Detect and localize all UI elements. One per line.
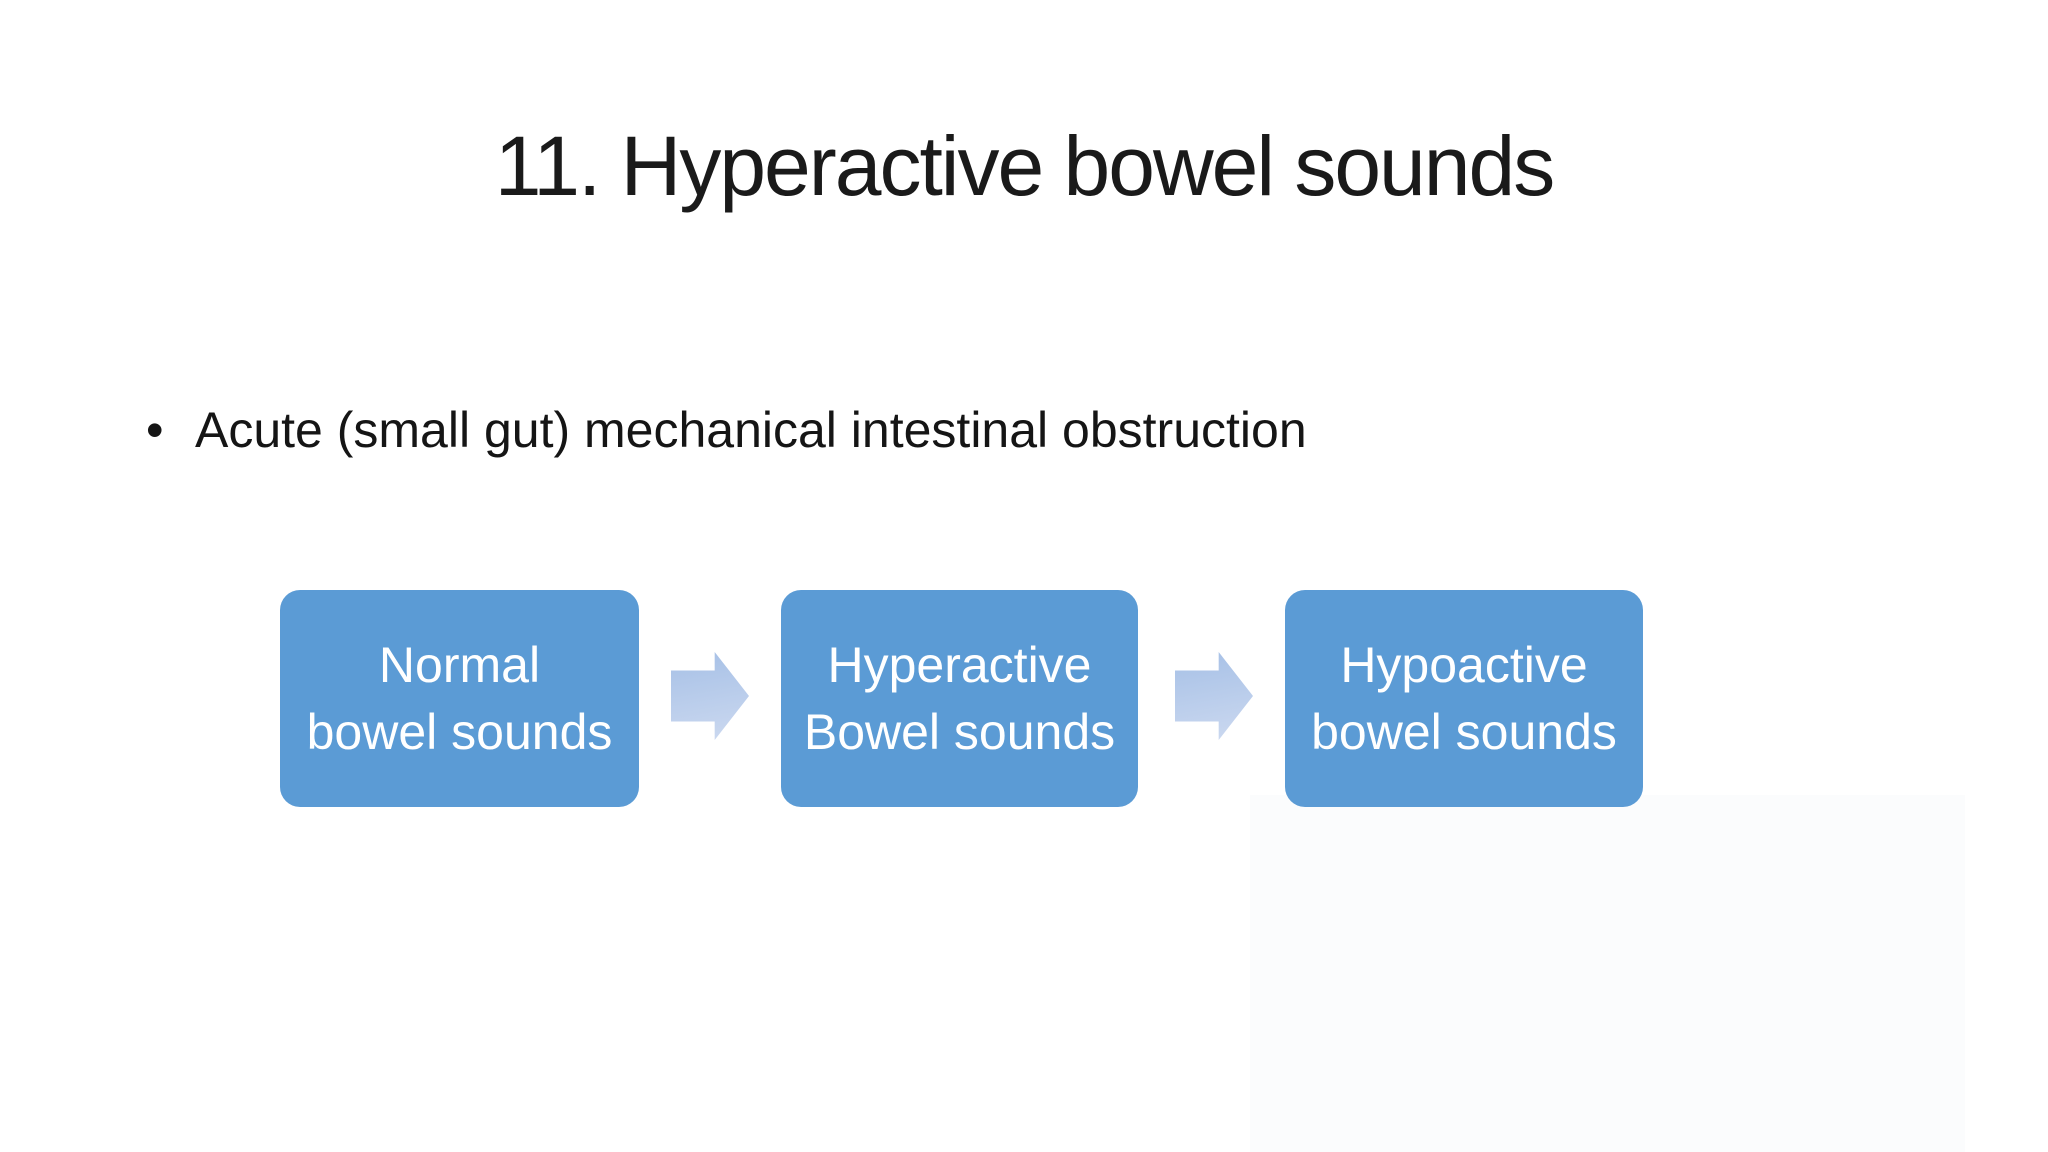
right-block-arrow-icon [671,652,749,740]
bullet-item: • Acute (small gut) mechanical intestina… [146,400,1307,460]
flow-box-normal-line2: bowel sounds [306,703,613,760]
bullet-marker: • [146,402,164,458]
flow-box-hypoactive-line1: Hypoactive [1340,637,1588,693]
flow-box-hyperactive-line2: Bowel sounds [803,703,1116,760]
bullet-text: Acute (small gut) mechanical intestinal … [195,402,1307,458]
flow-box-hypoactive-line2: bowel sounds [1311,703,1617,760]
slide-title: 11. Hyperactive bowel sounds [494,119,1555,213]
right-block-arrow-icon [1175,652,1253,740]
flow-box-hyperactive: Hyperactive Bowel sounds [781,590,1138,807]
background-tint-panel [1250,795,1965,1152]
flow-box-hypoactive: Hypoactive bowel sounds [1285,590,1643,807]
flow-box-hyperactive-line1: Hyperactive [827,637,1092,693]
flow-box-normal: Normal bowel sounds [280,590,639,807]
flow-box-normal-line1: Normal [378,637,541,693]
